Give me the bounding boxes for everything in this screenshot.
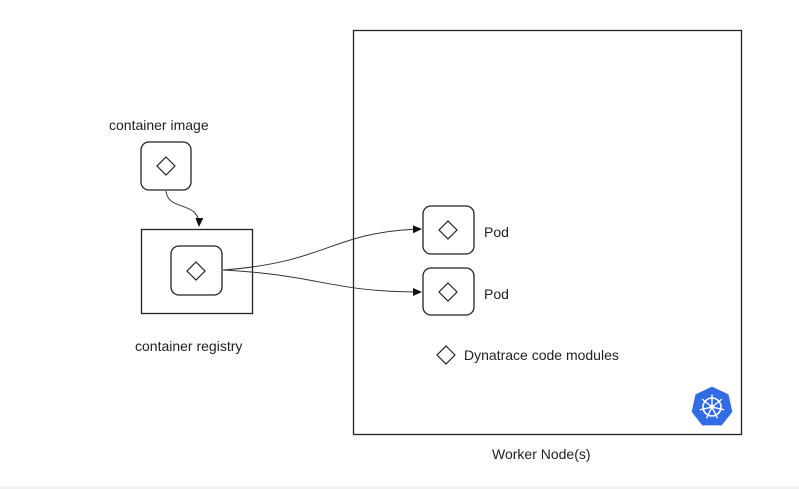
connector-registry-to-pod-2 bbox=[222, 269, 422, 296]
worker-node-frame bbox=[352, 29, 743, 436]
diamond-icon bbox=[156, 156, 176, 176]
container-registry-label: container registry bbox=[135, 338, 243, 354]
pod-label-1: Pod bbox=[484, 224, 509, 240]
diamond-icon bbox=[438, 220, 458, 240]
container-image-label: container image bbox=[109, 117, 209, 133]
code-modules-legend-label: Dynatrace code modules bbox=[464, 347, 619, 363]
bottom-divider bbox=[0, 486, 799, 489]
container-image-tile bbox=[140, 141, 192, 191]
pod-tile-2 bbox=[422, 267, 475, 316]
diamond-icon bbox=[186, 261, 206, 281]
code-module-diamond-icon bbox=[436, 345, 456, 365]
kubernetes-wheel-icon bbox=[690, 385, 734, 427]
pod-label-2: Pod bbox=[484, 286, 509, 302]
connector-image-to-registry bbox=[165, 190, 204, 227]
worker-node-label: Worker Node(s) bbox=[492, 446, 591, 462]
diamond-icon bbox=[438, 282, 458, 302]
connector-registry-to-pod-1 bbox=[222, 225, 422, 271]
registry-image-tile bbox=[170, 245, 223, 296]
pod-tile-1 bbox=[422, 205, 475, 255]
